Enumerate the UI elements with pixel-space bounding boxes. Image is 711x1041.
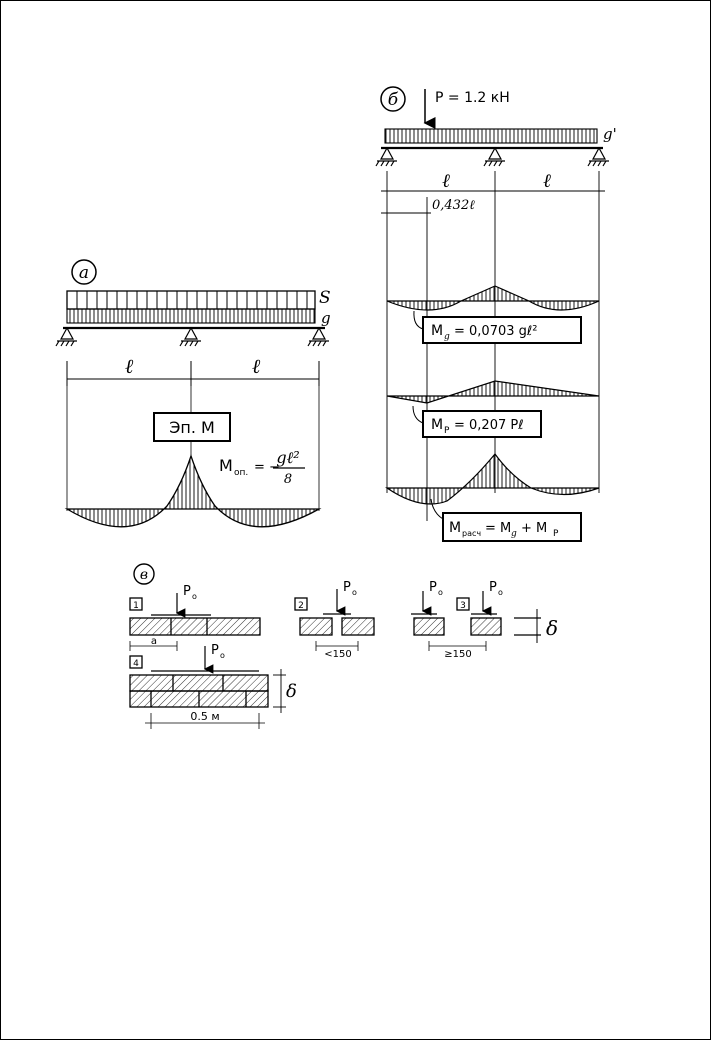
panel-a: а S g	[55, 259, 331, 528]
case-4-boards-top	[129, 674, 269, 692]
case-2-p: P	[343, 580, 351, 595]
case-3-p-l-sub: о	[438, 588, 443, 597]
mcalc-sub3: P	[553, 529, 559, 539]
panel-b: б P = 1.2 кН g' ℓ ℓ 0,432ℓ	[375, 86, 617, 542]
case-4-p-sub: о	[220, 651, 225, 660]
dead-load-block	[66, 308, 316, 324]
case-2-board-r	[341, 617, 375, 636]
support-moment-eq: = −	[254, 460, 280, 475]
support-moment-symbol: M	[219, 456, 233, 475]
mp-sub: P	[444, 426, 450, 436]
case-3-p-l: P	[429, 580, 437, 595]
case-2-box	[294, 597, 308, 611]
mg-sub: g	[444, 332, 450, 342]
moment-title: Эп. М	[169, 418, 215, 437]
case-4-p: P	[211, 643, 219, 658]
mcalc-symbol: M	[449, 520, 461, 536]
span-dims-a	[66, 361, 320, 386]
panel-a-marker: а	[79, 263, 89, 283]
force-p-label: P = 1.2 кН	[435, 90, 510, 106]
mcalc-sub: расч	[462, 529, 481, 538]
mg-box	[422, 316, 582, 344]
load-q-label: g'	[603, 125, 617, 143]
panel-b-marker-circle	[380, 86, 406, 112]
panel-b-marker: б	[388, 90, 399, 110]
mcalc-plus: + M	[521, 521, 547, 536]
case-1-p: P	[183, 584, 191, 599]
case-4-delta: δ	[286, 681, 297, 702]
case-1-dim-a: a	[151, 636, 157, 647]
mp-symbol: M	[431, 417, 443, 433]
case-1-p-sub: о	[192, 592, 197, 601]
case-1-box	[129, 597, 143, 611]
mg-symbol: M	[431, 323, 443, 339]
panel-v-marker: в	[140, 567, 148, 583]
mp-box	[422, 410, 542, 438]
support-mid-b	[483, 146, 505, 167]
moment-title-box	[153, 412, 231, 442]
mcalc-eq: = M	[485, 521, 511, 536]
load-s-label: S	[319, 288, 331, 308]
support-moment-sub: оп.	[234, 468, 248, 478]
support-right-b	[587, 146, 609, 167]
mg-leader	[413, 310, 424, 330]
support-left-b	[375, 146, 397, 167]
mp-diagram	[386, 380, 600, 404]
case-3-p-r: P	[489, 580, 497, 595]
dist-load-block-b	[384, 128, 598, 144]
mp-value: = 0,207 Pℓ	[454, 418, 524, 433]
case-3-box	[456, 597, 470, 611]
panel-v: в 1 P о a 2 P о <150 P о P о 3	[129, 563, 558, 729]
mcalc-diagram	[385, 453, 600, 505]
case-3-dim: ≥150	[444, 649, 471, 660]
formula-numerator: gℓ²	[276, 448, 299, 467]
case-3-board-l	[413, 617, 445, 636]
case-2-dim: <150	[324, 649, 351, 660]
span-left-a: ℓ	[125, 354, 134, 378]
formula-denominator: 8	[284, 472, 292, 487]
mcalc-box	[442, 512, 582, 542]
snow-load-ticks	[76, 291, 308, 309]
support-mid-a	[179, 326, 201, 347]
case-3-label: 3	[460, 601, 466, 611]
case-2-p-sub: о	[352, 588, 357, 597]
delta-symbol-right: δ	[546, 616, 558, 640]
support-right-a	[307, 326, 329, 347]
span-right-a: ℓ	[252, 354, 261, 378]
mp-leader	[412, 405, 424, 424]
guides-b	[381, 171, 605, 521]
case-1-boards	[129, 617, 261, 636]
case-4-box	[129, 655, 143, 669]
span-right-b: ℓ	[543, 170, 551, 192]
case-4-label: 4	[133, 659, 139, 669]
case-3-board-r	[470, 617, 502, 636]
span-left-b: ℓ	[442, 170, 450, 192]
load-g-label: g	[321, 309, 331, 327]
mcalc-leader	[430, 498, 444, 520]
case-1-label: 1	[133, 601, 139, 611]
case-2-label: 2	[298, 601, 304, 611]
snow-load-block	[66, 290, 316, 310]
case-3-p-r-sub: о	[498, 588, 503, 597]
support-left-a	[55, 326, 77, 347]
panel-v-marker-circle	[133, 563, 155, 585]
mcalc-sub2: g	[511, 529, 517, 539]
dist-0432: 0,432ℓ	[432, 198, 475, 213]
panel-a-marker-circle	[71, 259, 97, 285]
case-4-dim-05m: 0.5 м	[190, 710, 219, 723]
case-2-board-l	[299, 617, 333, 636]
mg-value: = 0,0703 gℓ²	[454, 324, 537, 339]
mg-diagram	[386, 285, 600, 311]
